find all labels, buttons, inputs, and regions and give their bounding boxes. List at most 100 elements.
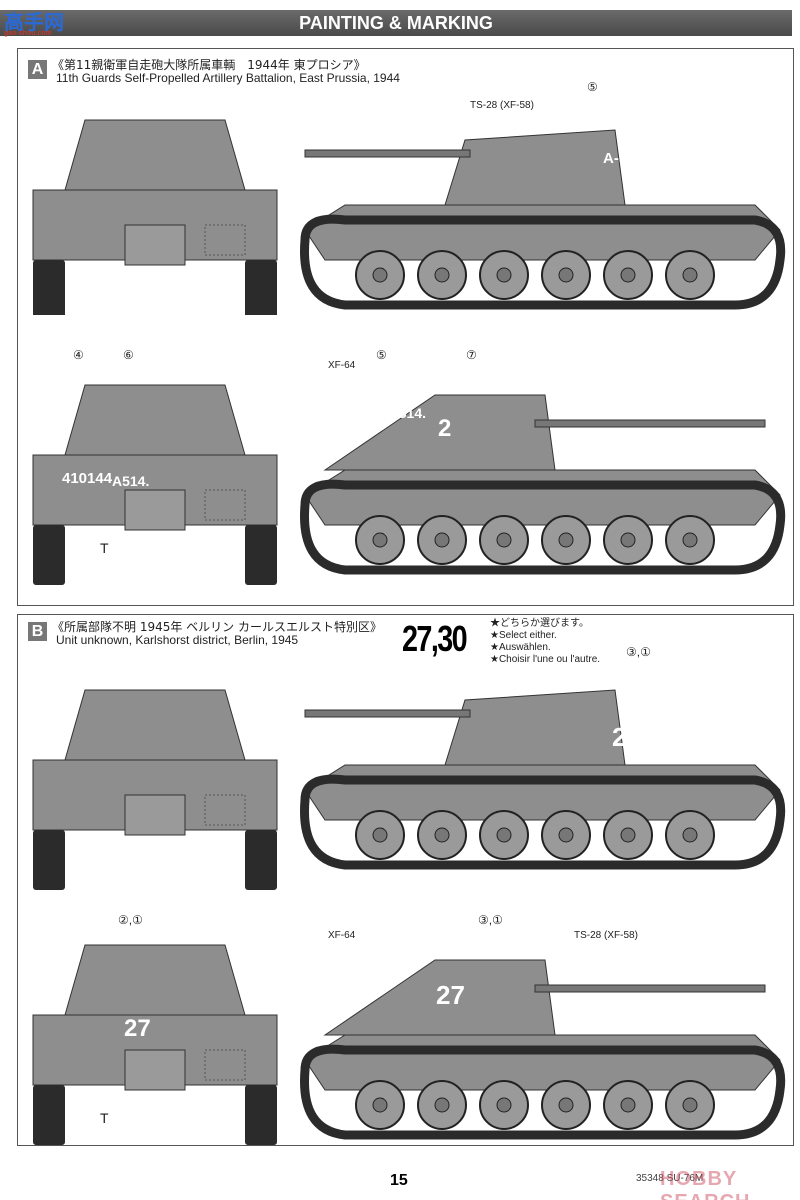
rear-door (124, 224, 186, 266)
scheme-b-title-en: Unit unknown, Karlshorst district, Berli… (56, 633, 299, 647)
paint-callout: TS-28 (XF-58) (574, 930, 638, 941)
track (300, 774, 786, 870)
scheme-a-panel (17, 48, 794, 606)
vehicle-marking: A514. (112, 473, 150, 489)
section-header: PAINTING & MARKING (0, 10, 792, 36)
wheel-hub (682, 532, 698, 548)
wheel-hub (496, 1097, 512, 1113)
fighting-compartment (64, 119, 246, 191)
note-jp: ★どちらか選びます。 (490, 618, 589, 629)
scheme-b-badge: B (28, 622, 47, 641)
vehicle-letter: T (100, 1110, 109, 1126)
track-left (33, 525, 65, 585)
superstructure (323, 959, 556, 1036)
wheel-hub (372, 1097, 388, 1113)
rear-door (124, 1049, 186, 1091)
rear-door (124, 794, 186, 836)
logo-sub: gao-shou.com (4, 30, 52, 37)
grille (204, 794, 246, 826)
logo-text: 高手网 (4, 12, 64, 34)
paint-callout: TS-28 (XF-58) (470, 100, 534, 111)
decal-callout: ③,① (478, 913, 503, 927)
wheel-hub (682, 267, 698, 283)
track-right (245, 260, 277, 315)
wheel-hub (496, 532, 512, 548)
page-number: 15 (390, 1172, 408, 1189)
wheel-hub (620, 267, 636, 283)
track-right (245, 1085, 277, 1145)
decal-callout: ⑤ (376, 348, 387, 362)
vehicle-number: 2 (438, 415, 452, 442)
wheel-hub (434, 532, 450, 548)
select-either-notes: ★どちらか選びます。 ★Select either. ★Auswählen. ★… (490, 618, 600, 666)
page-title: PAINTING & MARKING (299, 13, 493, 33)
wheel-hub (434, 827, 450, 843)
marking-numbers: 27,30 (402, 618, 468, 659)
grille (204, 489, 246, 521)
gun-barrel (304, 149, 471, 158)
wheel-hub (434, 1097, 450, 1113)
wheel-hub (558, 532, 574, 548)
wheel-hub (620, 532, 636, 548)
track-right (245, 525, 277, 585)
gun-barrel (534, 419, 766, 428)
wheel-hub (496, 267, 512, 283)
note-de: ★Auswählen. (490, 642, 551, 653)
wheel-hub (682, 827, 698, 843)
vehicle-number: 27 (612, 722, 641, 752)
superstructure (444, 689, 626, 766)
watermark: HOBBY SEARCH (660, 1168, 749, 1200)
note-fr: ★Choisir l'une ou l'autre. (490, 654, 601, 665)
decal-callout: ⑦ (466, 348, 477, 362)
fighting-compartment (64, 689, 246, 761)
wheel-hub (682, 1097, 698, 1113)
vehicle-letter: T (100, 540, 109, 556)
scheme-a-badge: A (28, 60, 47, 79)
wheel-hub (372, 827, 388, 843)
scheme-b-panel (17, 614, 794, 1146)
track-left (33, 260, 65, 315)
wheel-hub (434, 267, 450, 283)
track-left (33, 830, 65, 890)
decal-callout: ④ (73, 348, 84, 362)
decal-callout: ②,① (118, 913, 143, 927)
vehicle-marking: A-514. (603, 150, 649, 167)
track (300, 214, 786, 310)
track (300, 479, 786, 575)
gun-barrel (534, 984, 766, 993)
side-view-drawing (300, 959, 786, 1140)
grille (204, 1049, 246, 1081)
side-view-drawing (300, 129, 786, 310)
wheel-hub (558, 827, 574, 843)
track-right (245, 830, 277, 890)
site-logo: 高手网 gao-shou.com (4, 6, 70, 38)
wheel-hub (372, 267, 388, 283)
scheme-a-title-en: 11th Guards Self-Propelled Artillery Bat… (56, 71, 400, 85)
rear-view-drawing (32, 384, 278, 585)
superstructure (444, 129, 626, 206)
decal-callout: ⑥ (123, 348, 134, 362)
fighting-compartment (64, 944, 246, 1016)
side-view-drawing (300, 689, 786, 870)
wheel-hub (496, 827, 512, 843)
track (300, 1044, 786, 1140)
wheel-hub (620, 827, 636, 843)
vehicle-number: 27 (436, 980, 465, 1010)
decal-callout: ⑤ (587, 80, 598, 94)
track-left (33, 1085, 65, 1145)
grille (204, 224, 246, 256)
rear-view-drawing (32, 689, 278, 890)
wheel-hub (558, 267, 574, 283)
paint-callout: XF-64 (328, 360, 356, 371)
fighting-compartment (64, 384, 246, 456)
scheme-a-title-jp: 《第11親衛軍自走砲大隊所属車輌 1944年 東プロシア》 (52, 58, 366, 72)
wheel-hub (372, 532, 388, 548)
vehicle-number: 410144 (62, 470, 113, 487)
rear-view-drawing (32, 944, 278, 1145)
side-view-drawing (300, 394, 786, 575)
paint-callout: XF-64 (328, 930, 356, 941)
gun-barrel (304, 709, 471, 718)
decal-callout: ③,① (626, 645, 651, 659)
wheel-hub (620, 1097, 636, 1113)
